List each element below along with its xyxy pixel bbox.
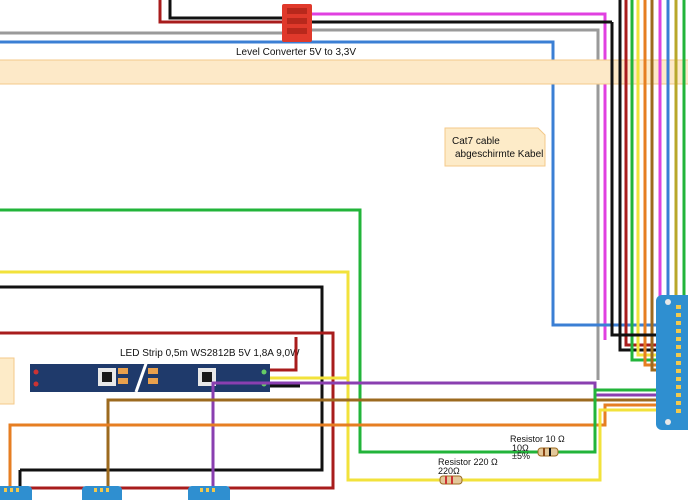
wire-green-main	[0, 208, 540, 454]
sensor-board-1	[0, 486, 32, 500]
top-wires	[0, 0, 660, 380]
cat7-note: Cat7 cable abgeschirmte Kabel	[444, 127, 546, 167]
wire-black-low	[18, 468, 322, 500]
resistor-220-line1: Resistor 220 Ω	[438, 457, 498, 467]
cat7-note-box	[444, 127, 546, 167]
wire-blue-top	[0, 40, 660, 327]
microcontroller-body	[656, 295, 688, 430]
wire-green-right	[540, 388, 660, 454]
wire-red-top	[158, 0, 285, 24]
resistor-10-line1: Resistor 10 Ω	[510, 434, 565, 444]
level-converter-label: Level Converter 5V to 3,3V	[236, 47, 356, 58]
wire-magenta-top	[310, 12, 607, 340]
resistor-10-line2: 10Ω	[512, 443, 529, 453]
resistor-10-line3: ±5%	[512, 451, 530, 461]
strip-wires	[8, 337, 660, 500]
right-bundle	[610, 0, 686, 372]
led-strip: LED Strip 0,5m WS2812B 5V 1,8A 9,0W	[30, 348, 300, 393]
resistor-220: Resistor 220 Ω 220Ω	[438, 457, 498, 485]
wire-purple	[211, 381, 660, 500]
cat7-note-line1: Cat7 cable	[452, 136, 500, 147]
wire-orange	[8, 403, 660, 500]
resistor-10: Resistor 10 Ω 10Ω ±5%	[510, 434, 565, 461]
wire-gray-top	[0, 28, 600, 380]
left-wires	[0, 208, 540, 500]
wire-brown	[106, 398, 660, 500]
cable-band	[0, 59, 688, 85]
wire-yellow-right	[440, 408, 660, 482]
led-strip-label: LED Strip 0,5m WS2812B 5V 1,8A 9,0W	[120, 348, 300, 359]
wire-yellow-main	[0, 270, 440, 482]
cable-band-rect	[0, 59, 688, 85]
microcontroller-board	[656, 295, 688, 430]
resistor-220-line2: 220Ω	[438, 466, 460, 476]
sensor-board-2	[82, 486, 122, 500]
sensor-board-3	[188, 486, 230, 500]
level-converter: Level Converter 5V to 3,3V	[236, 4, 356, 58]
cat7-note-line2: abgeschirmte Kabel	[455, 149, 543, 160]
left-note	[0, 357, 15, 405]
wire-red-main	[0, 331, 335, 490]
wire-black-top	[168, 0, 285, 20]
sensor-boards	[0, 486, 230, 500]
